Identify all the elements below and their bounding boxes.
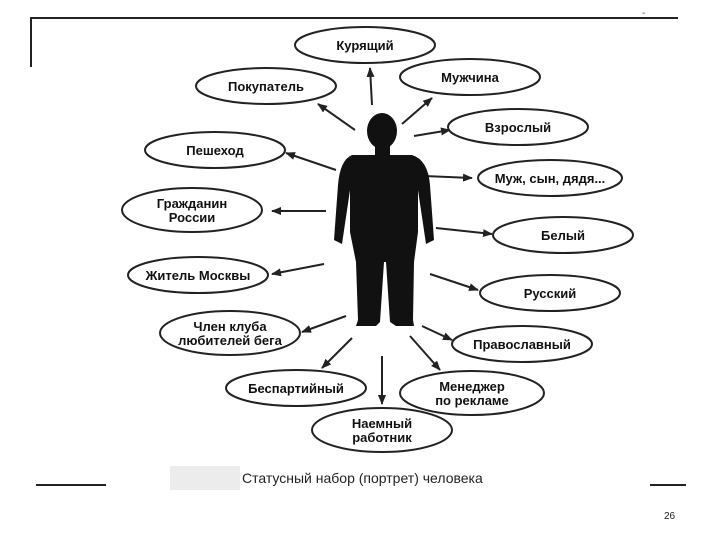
status-node-relatives: Муж, сын, дядя... (477, 159, 623, 197)
status-node-moscow: Житель Москвы (127, 256, 269, 294)
status-node-white: Белый (492, 216, 634, 254)
status-label: любителей бега (178, 333, 282, 348)
status-ellipse (479, 274, 621, 312)
status-ellipse (451, 325, 593, 363)
arrow-to-manager (409, 335, 441, 371)
status-ellipse (294, 26, 436, 64)
status-ellipse (195, 67, 337, 105)
arrow-to-man (401, 97, 433, 125)
status-label: Наемный (352, 416, 412, 431)
arrow-to-moscow (271, 263, 325, 277)
arrow-to-pedestrian (285, 152, 337, 171)
status-label: по рекламе (435, 393, 509, 408)
status-ellipse (121, 187, 263, 233)
status-label: Взрослый (485, 120, 551, 135)
status-label: Гражданин (157, 196, 227, 211)
status-label: Белый (541, 228, 585, 243)
status-ellipse (399, 370, 545, 416)
arrow-to-white (435, 227, 493, 238)
status-node-orthodox: Православный (451, 325, 593, 363)
status-ellipse (311, 407, 453, 453)
arrow-to-runclub (301, 315, 347, 333)
status-node-pedestrian: Пешеход (144, 131, 286, 169)
status-label: Муж, сын, дядя... (495, 171, 606, 186)
status-node-adult: Взрослый (447, 108, 589, 146)
person-silhouette (334, 113, 434, 326)
status-label: Православный (473, 337, 571, 352)
frame-top-line (30, 17, 678, 19)
status-label: России (169, 210, 216, 225)
status-ellipse (477, 159, 623, 197)
status-label: Беспартийный (248, 381, 344, 396)
status-label: работник (352, 430, 412, 445)
status-ellipse (399, 58, 541, 96)
status-node-russian: Русский (479, 274, 621, 312)
corner-mark: - (642, 8, 646, 19)
arrows (271, 67, 493, 405)
status-label: Менеджер (439, 379, 505, 394)
status-ellipse (225, 369, 367, 407)
status-label: Пешеход (186, 143, 244, 158)
arrow-to-relatives (423, 173, 473, 182)
status-label: Мужчина (441, 70, 500, 85)
bottom-line-right (650, 484, 686, 486)
page-number: 26 (664, 511, 676, 522)
frame-left-line (30, 17, 32, 67)
status-label: Курящий (336, 38, 393, 53)
status-ellipse (492, 216, 634, 254)
arrow-to-buyer (317, 103, 356, 131)
arrow-to-russian (429, 273, 479, 291)
status-node-man: Мужчина (399, 58, 541, 96)
status-ellipse (127, 256, 269, 294)
status-ellipse (447, 108, 589, 146)
status-node-nonparty: Беспартийный (225, 369, 367, 407)
arrow-to-orthodox (421, 325, 453, 341)
status-node-buyer: Покупатель (195, 67, 337, 105)
caption-shade (170, 466, 240, 490)
arrow-to-adult (413, 127, 451, 137)
arrow-to-smoker (366, 67, 375, 106)
status-ellipse (159, 310, 301, 356)
status-node-smoker: Курящий (294, 26, 436, 64)
arrow-to-nonparty (321, 337, 353, 369)
bottom-line-left (36, 484, 106, 486)
status-label: Покупатель (228, 79, 304, 94)
status-label: Житель Москвы (145, 268, 251, 283)
diagram-caption: Статусный набор (портрет) человека (242, 470, 483, 486)
status-label: Русский (524, 286, 577, 301)
status-ellipse (144, 131, 286, 169)
status-label: Член клуба (193, 319, 267, 334)
